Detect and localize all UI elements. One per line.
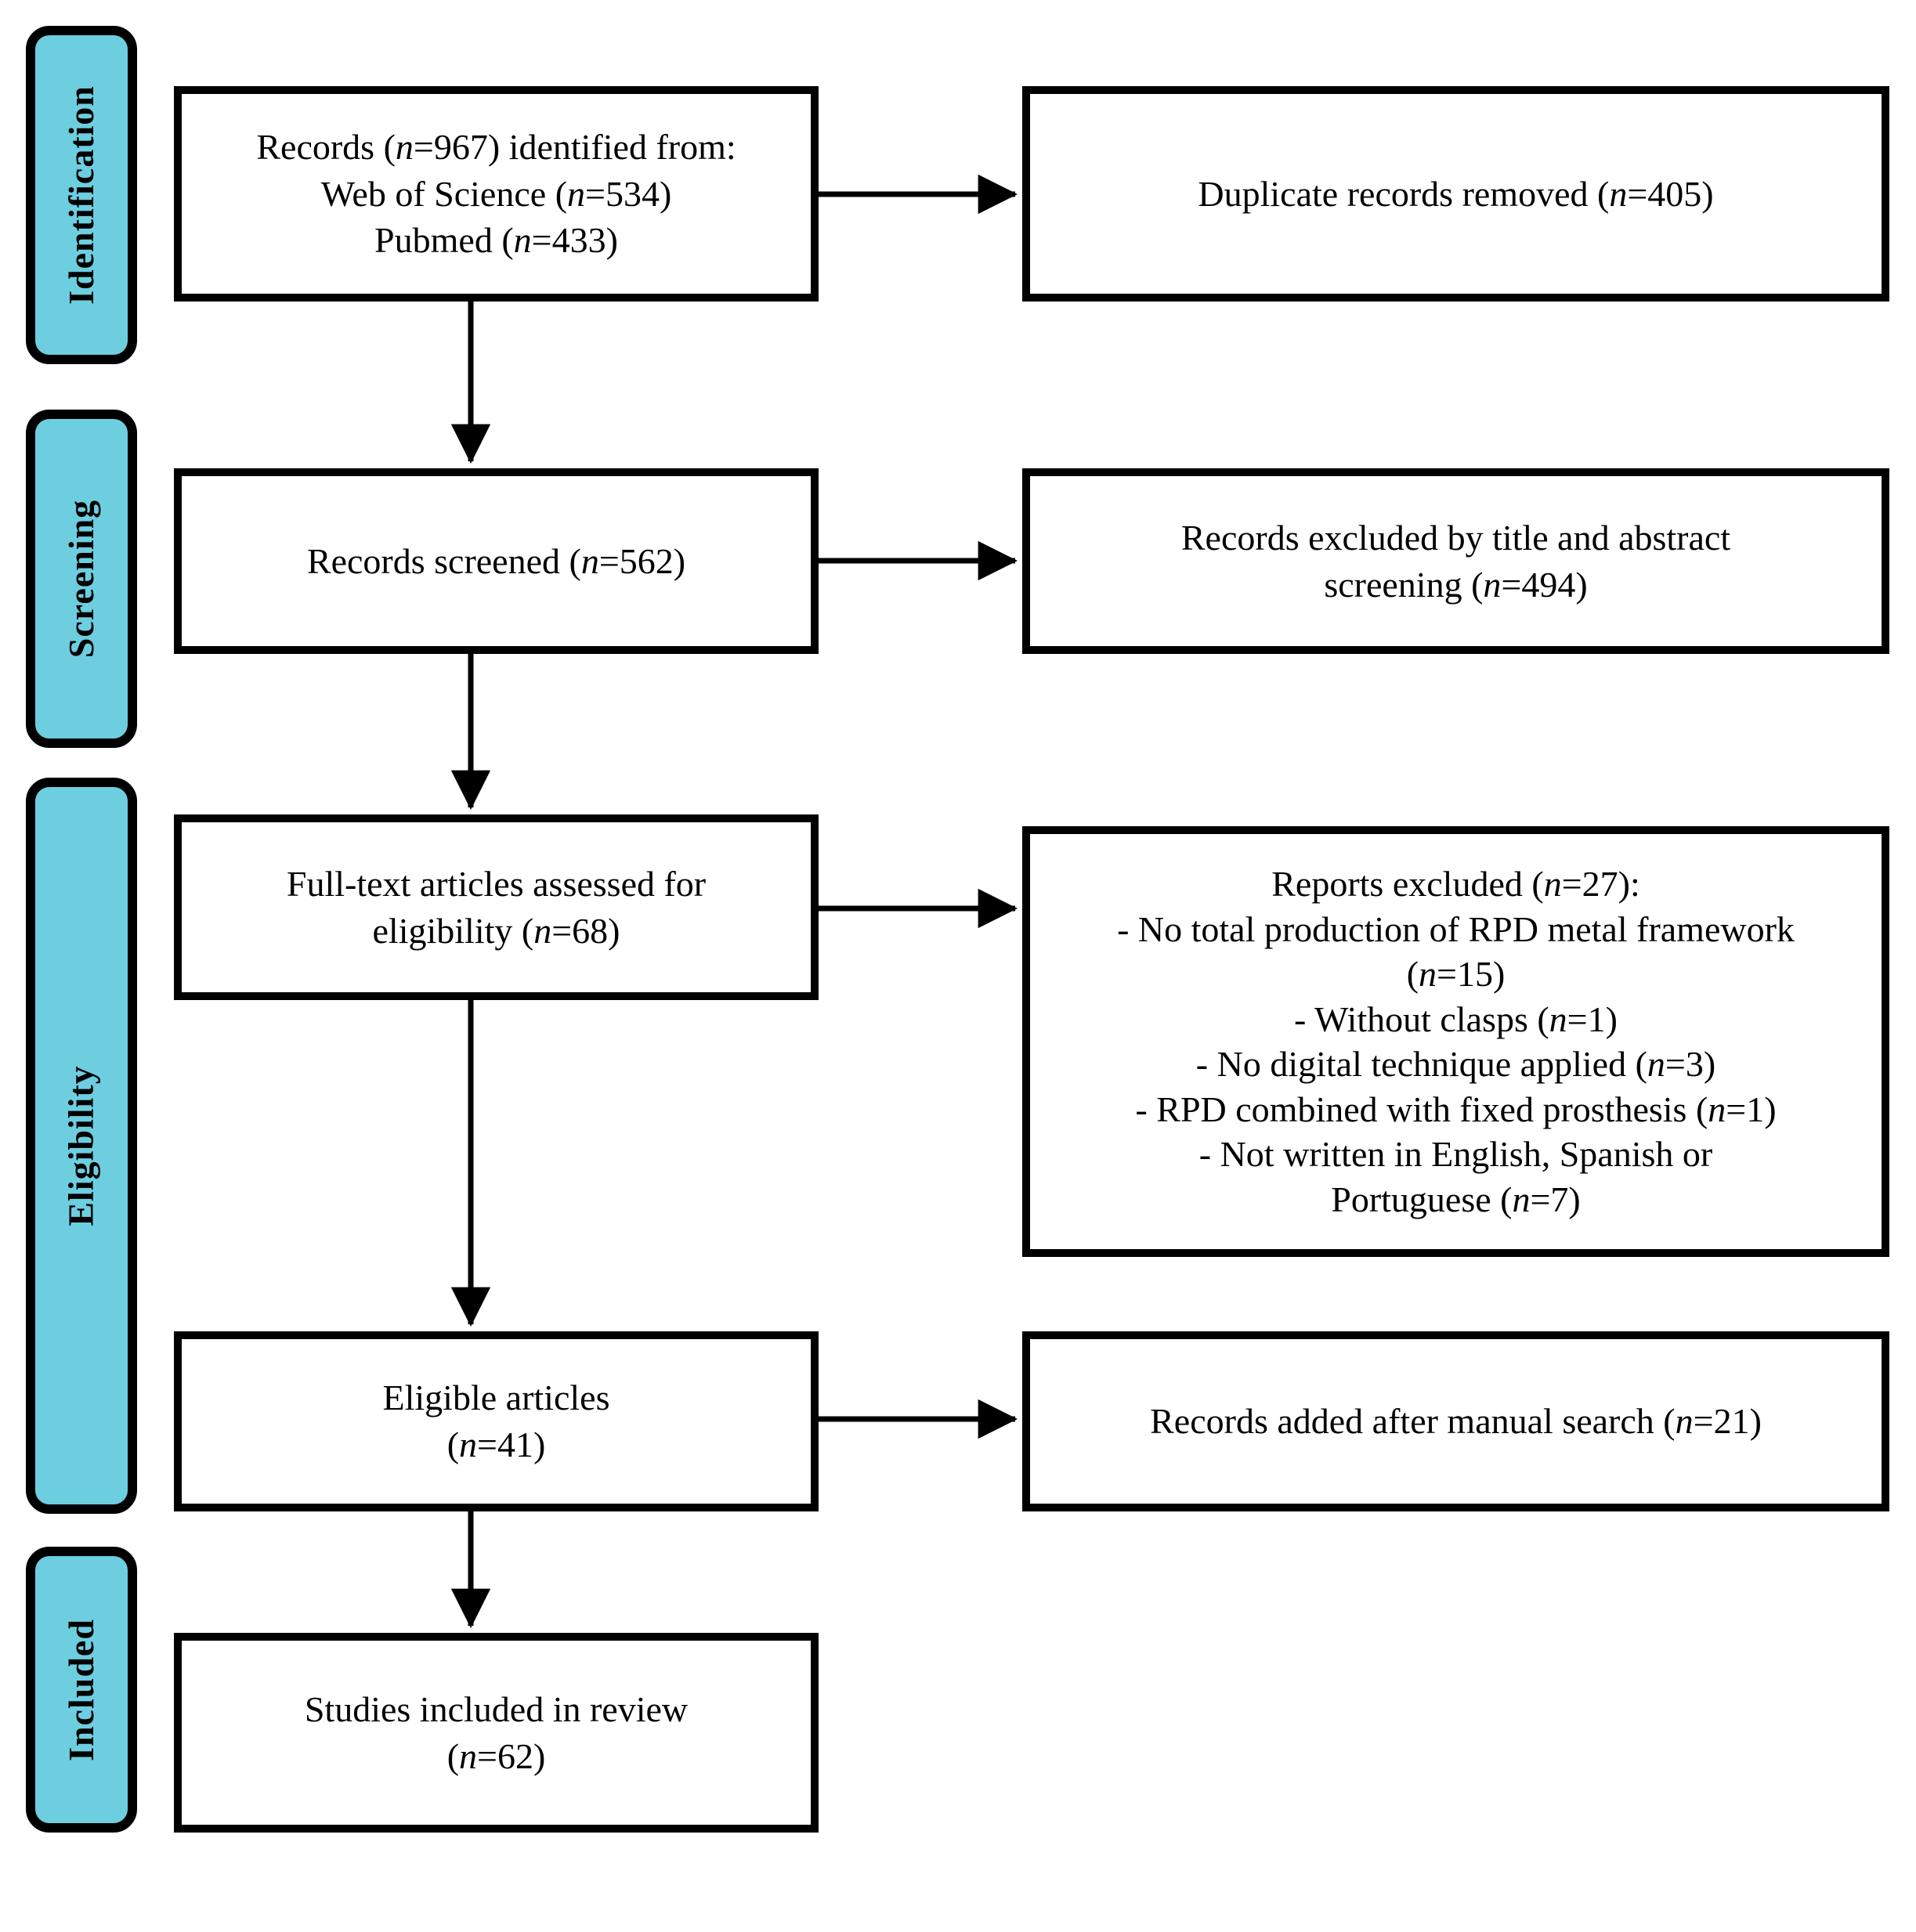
fulltext-assessed-text: Full-text articles assessed for eligibil…: [286, 863, 707, 951]
records-screened-text: Records screened (n=562): [306, 540, 686, 581]
stage-pill-identification: Identification: [26, 26, 137, 364]
box-records-screened: Records screened (n=562): [174, 468, 819, 654]
stage-pill-included: Included: [26, 1547, 137, 1833]
box-records-excluded-screening: Records excluded by title and abstract s…: [1022, 468, 1889, 654]
stage-label-included: Included: [61, 1618, 102, 1761]
box-reports-excluded: Reports excluded (n=27): - No total prod…: [1022, 826, 1889, 1257]
stage-pill-eligibility: Eligibility: [26, 778, 137, 1514]
studies-included-text: Studies included in review (n=62): [304, 1688, 689, 1776]
box-fulltext-assessed: Full-text articles assessed for eligibil…: [174, 814, 819, 1000]
stage-label-eligibility: Eligibility: [61, 1065, 102, 1226]
eligible-articles-text: Eligible articles (n=41): [382, 1378, 610, 1464]
manual-search-added-text: Records added after manual search (n=21): [1150, 1401, 1762, 1442]
box-manual-search-added: Records added after manual search (n=21): [1022, 1331, 1889, 1511]
box-eligible-articles: Eligible articles (n=41): [174, 1331, 819, 1511]
box-duplicate-records-removed: Duplicate records removed (n=405): [1022, 86, 1889, 302]
duplicate-records-removed-text: Duplicate records removed (n=405): [1198, 173, 1714, 214]
box-records-identified: Records (n=967) identified from: Web of …: [174, 86, 819, 302]
records-excluded-screening-text: Records excluded by title and abstract s…: [1180, 517, 1731, 605]
records-identified-text: Records (n=967) identified from: Web of …: [256, 126, 736, 261]
stage-pill-screening: Screening: [26, 410, 137, 748]
stage-label-identification: Identification: [61, 85, 101, 305]
reports-excluded-text: Reports excluded (n=27): - No total prod…: [1117, 864, 1795, 1219]
box-studies-included: Studies included in review (n=62): [174, 1633, 819, 1833]
stage-label-screening: Screening: [61, 499, 101, 659]
